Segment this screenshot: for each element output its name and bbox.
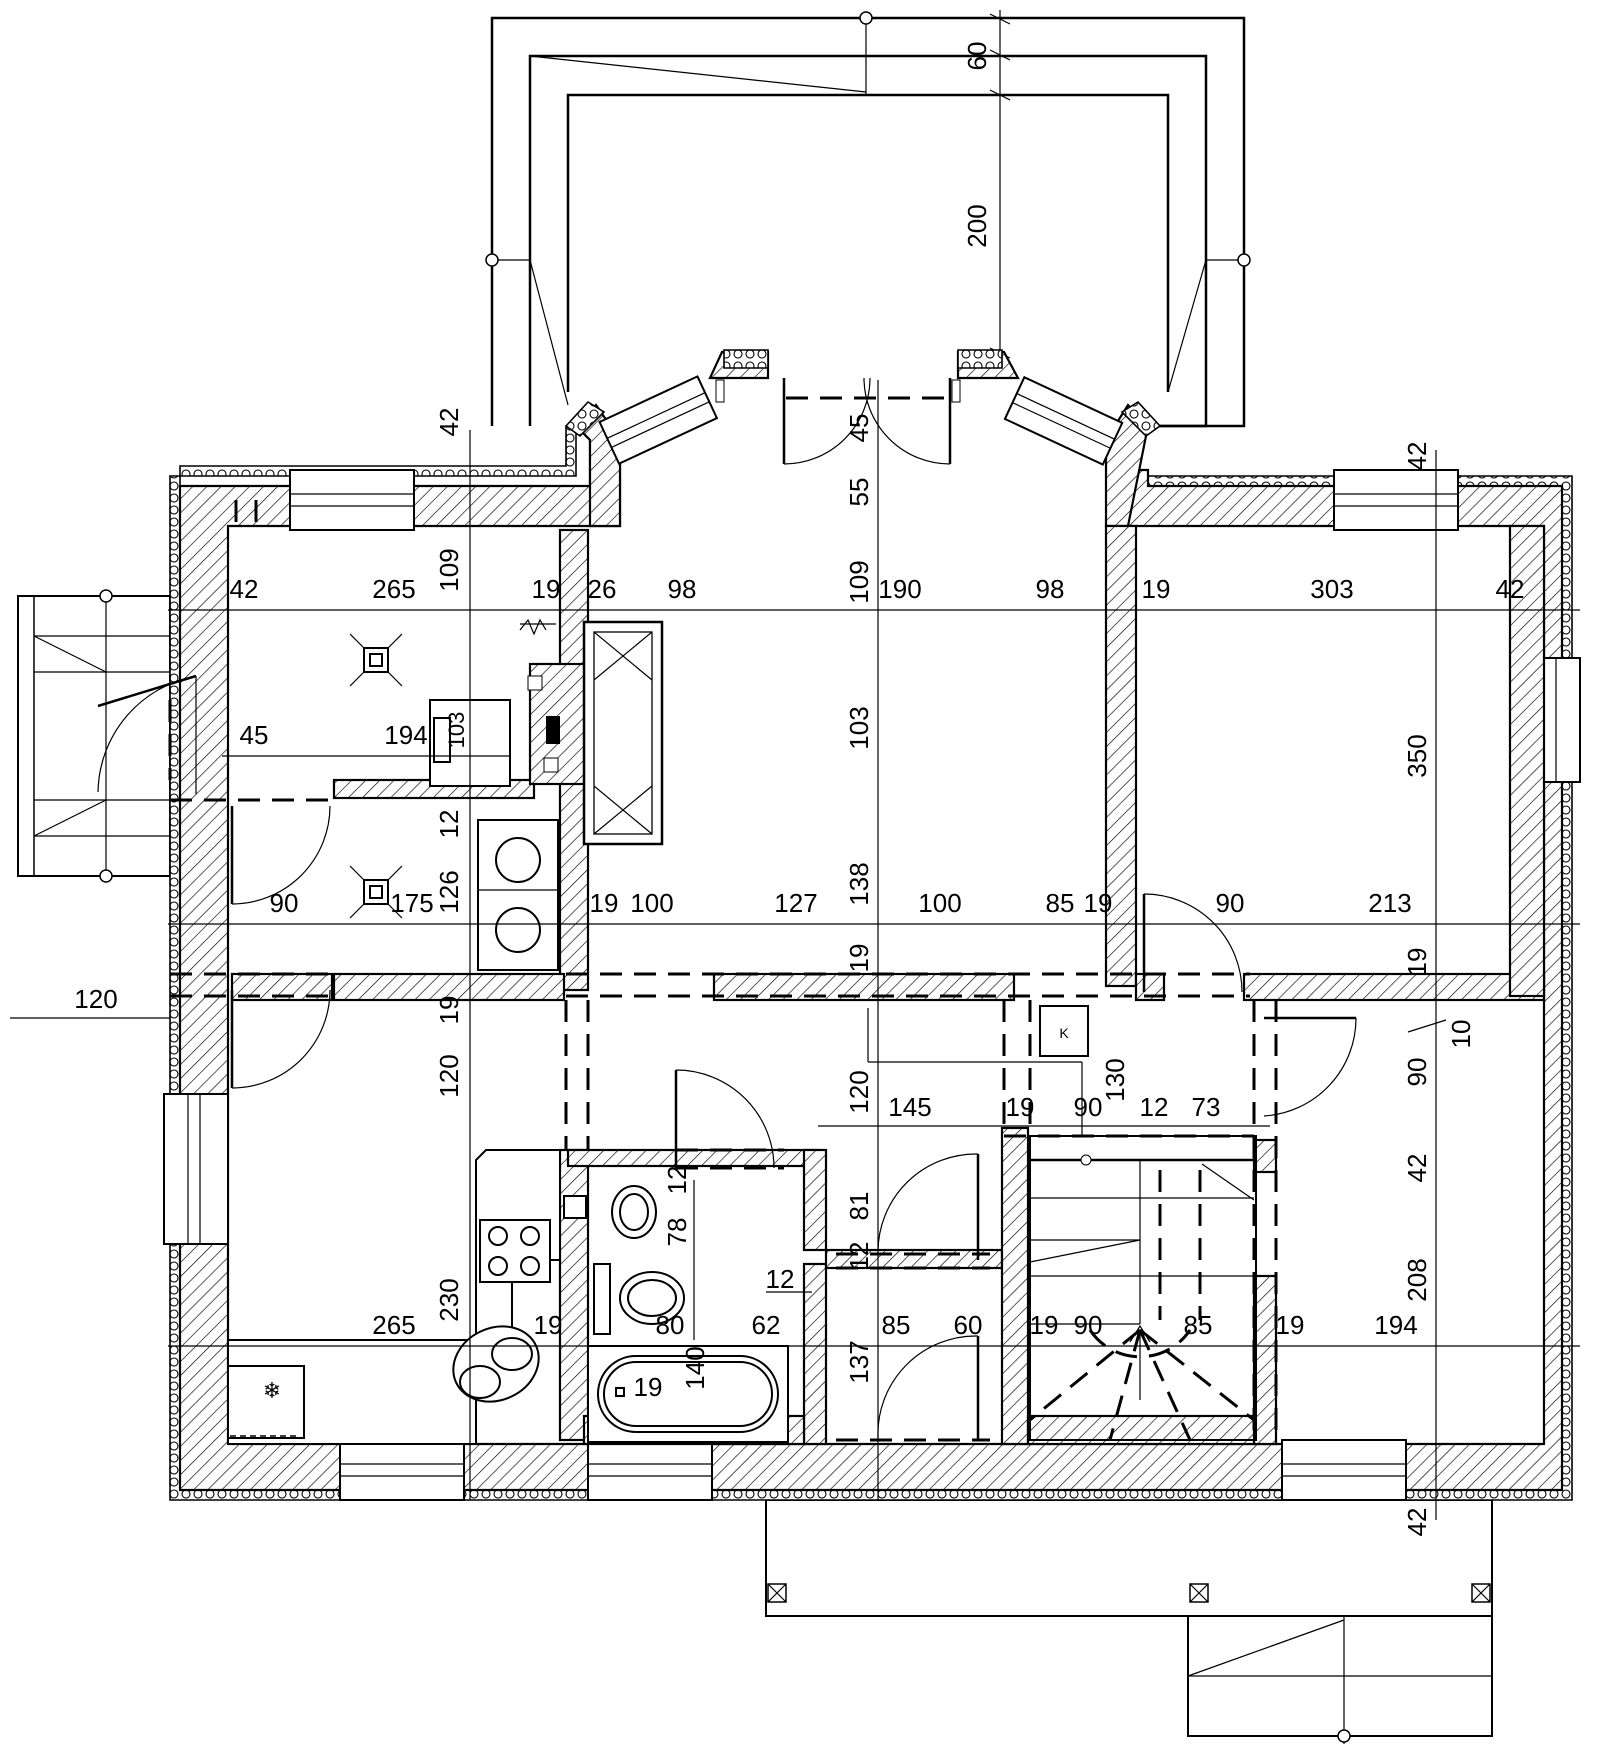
dim-h-19f: 19	[534, 1310, 563, 1340]
dim-v-10: 10	[1446, 1020, 1476, 1049]
dim-h-19g: 19	[1030, 1310, 1059, 1340]
dim-v-208: 208	[1402, 1258, 1432, 1301]
north-terrace	[485, 10, 1251, 428]
dim-v-12b: 12	[662, 1166, 692, 1195]
dim-v-90: 90	[1402, 1058, 1432, 1087]
dim-h-42b: 42	[1496, 574, 1525, 604]
freezer-icon: ❄	[263, 1378, 281, 1403]
dim-h-90b: 90	[1216, 888, 1245, 918]
dim-v-103b: 103	[844, 706, 874, 749]
dim-h-175: 175	[390, 888, 433, 918]
dim-h-98a: 98	[668, 574, 697, 604]
dim-h-60: 60	[954, 1310, 983, 1340]
dim-v-140: 140	[680, 1346, 710, 1389]
dimension-lines	[10, 380, 1580, 1520]
dim-h-19e: 19	[1006, 1092, 1035, 1122]
dim-h-303: 303	[1310, 574, 1353, 604]
dim-h-45: 45	[240, 720, 269, 750]
dim-h-12b: 12	[766, 1264, 795, 1294]
fixtures: ❄ K	[227, 633, 1089, 1445]
dim-h-80: 80	[656, 1310, 685, 1340]
west-entrance-steps	[17, 589, 171, 883]
dim-v-120a: 120	[434, 1054, 464, 1097]
dim-v-12c: 12	[844, 1242, 874, 1271]
dim-v-230: 230	[434, 1278, 464, 1321]
dim-v-109a: 109	[434, 548, 464, 591]
dim-h-194a: 194	[384, 720, 427, 750]
dim-v-60: 60	[962, 42, 992, 71]
dim-v-137: 137	[844, 1340, 874, 1383]
dim-h-85c: 85	[1184, 1310, 1213, 1340]
dim-h-213: 213	[1368, 888, 1411, 918]
dim-h-100b: 100	[918, 888, 961, 918]
dim-v-45: 45	[844, 414, 874, 443]
windows	[163, 375, 1581, 1501]
dim-v-42c: 42	[1402, 1154, 1432, 1183]
dim-h-190: 190	[878, 574, 921, 604]
dim-h-90c: 90	[1074, 1092, 1103, 1122]
dim-h-194b: 194	[1374, 1310, 1417, 1340]
dim-v-138: 138	[844, 862, 874, 905]
dim-v-78: 78	[662, 1218, 692, 1247]
dim-h-12a: 12	[1140, 1092, 1169, 1122]
dim-v-109b: 109	[844, 560, 874, 603]
doors	[97, 377, 1357, 1440]
dim-h-90d: 90	[1074, 1310, 1103, 1340]
dim-v-42b: 42	[1402, 442, 1432, 471]
dim-h-19i: 19	[634, 1372, 663, 1402]
dim-h-19b: 19	[1142, 574, 1171, 604]
dim-h-265a: 265	[372, 574, 415, 604]
dim-h-98b: 98	[1036, 574, 1065, 604]
porch-column-markers	[767, 1583, 1491, 1603]
dim-h-19d: 19	[1084, 888, 1113, 918]
dimension-texts-horizontal: 42 265 19 26 98 190 98 19 303 42 45 194 …	[74, 574, 1524, 1402]
dim-v-12a: 12	[434, 810, 464, 839]
dim-v-42d: 42	[1402, 1508, 1432, 1537]
dim-h-19h: 19	[1276, 1310, 1305, 1340]
dim-h-73: 73	[1192, 1092, 1221, 1122]
dim-v-126: 126	[434, 870, 464, 913]
staircase	[1029, 1135, 1257, 1441]
dim-h-120: 120	[74, 984, 117, 1014]
dim-v-350: 350	[1402, 734, 1432, 777]
dim-h-100a: 100	[630, 888, 673, 918]
dim-h-145: 145	[888, 1092, 931, 1122]
dim-h-85a: 85	[1046, 888, 1075, 918]
dim-h-19c: 19	[590, 888, 619, 918]
dim-h-85b: 85	[882, 1310, 911, 1340]
dim-v-103a: 103	[444, 712, 469, 749]
interior-walls	[230, 524, 1546, 1446]
dim-h-265b: 265	[372, 1310, 415, 1340]
dim-v-81: 81	[844, 1192, 874, 1221]
dim-v-19b: 19	[434, 996, 464, 1025]
light-fixture	[349, 633, 403, 919]
dim-h-127: 127	[774, 888, 817, 918]
dim-h-19a: 19	[532, 574, 561, 604]
fridge-mark: K	[1059, 1025, 1069, 1041]
south-porch	[765, 1499, 1493, 1744]
dim-h-90a: 90	[270, 888, 299, 918]
chimney	[519, 618, 664, 846]
dim-v-200: 200	[962, 204, 992, 247]
dim-v-130: 130	[1100, 1058, 1130, 1101]
dashed-lines	[168, 396, 1278, 1442]
dim-v-42a: 42	[434, 408, 464, 437]
dim-h-26: 26	[588, 574, 617, 604]
dim-h-42a: 42	[230, 574, 259, 604]
dim-v-19c: 19	[1402, 948, 1432, 977]
dim-v-19a: 19	[844, 944, 874, 973]
dim-h-62: 62	[752, 1310, 781, 1340]
dimension-texts-vertical: 60 200 42 45 55 109 109 103 103 12 126 1…	[434, 42, 1476, 1537]
dim-v-120b: 120	[844, 1070, 874, 1113]
dim-v-55: 55	[844, 478, 874, 507]
